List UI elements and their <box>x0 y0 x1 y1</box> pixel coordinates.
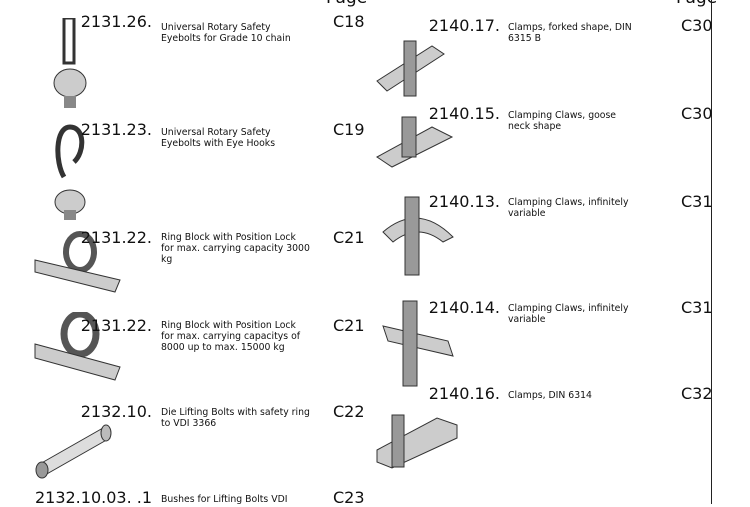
item-description: Universal Rotary Safety Eyebolts for Gra… <box>161 22 291 44</box>
page-ref[interactable]: C23 <box>333 488 365 507</box>
item-number: 2140.14. <box>428 298 500 317</box>
goose-neck-claw-image <box>376 116 454 168</box>
page-ref[interactable]: C19 <box>333 120 365 139</box>
page-column-header: Page <box>676 0 717 8</box>
item-number: 2131.22. <box>80 316 152 335</box>
ring-block-image <box>34 231 121 293</box>
item-description: Ring Block with Position Lock for max. c… <box>161 232 310 265</box>
ring-block-large-image <box>34 312 121 381</box>
page-ref[interactable]: C18 <box>333 12 365 31</box>
page-ref[interactable]: C32 <box>681 384 713 403</box>
item-number: 2140.13. <box>428 192 500 211</box>
item-number: 2140.15. <box>428 104 500 123</box>
item-description: Clamps, forked shape, DIN 6315 B <box>508 22 632 44</box>
item-description: Clamping Claws, goose neck shape <box>508 110 617 132</box>
item-number: 2140.16. <box>428 384 500 403</box>
page-ref[interactable]: C22 <box>333 402 365 421</box>
variable-claw-serrated-image <box>382 300 454 387</box>
item-number: 2131.23. <box>80 120 152 139</box>
item-description: Bushes for Lifting Bolts VDI <box>161 494 288 505</box>
item-number: 2131.22. <box>80 228 152 247</box>
item-description: Clamping Claws, infinitely variable <box>508 303 629 325</box>
page-ref[interactable]: C31 <box>681 298 713 317</box>
page-border <box>711 0 712 504</box>
eyebolt-chain-image <box>53 18 87 108</box>
page-ref[interactable]: C31 <box>681 192 713 211</box>
item-description: Ring Block with Position Lock for max. c… <box>161 320 301 353</box>
page-ref[interactable]: C21 <box>333 228 365 247</box>
item-description: Die Lifting Bolts with safety ring to VD… <box>161 407 310 429</box>
item-description: Clamping Claws, infinitely variable <box>508 197 629 219</box>
item-number: 2131.26. <box>80 12 152 31</box>
page-ref[interactable]: C30 <box>681 104 713 123</box>
page-ref[interactable]: C30 <box>681 16 713 35</box>
din-clamp-image <box>376 414 458 469</box>
item-number: 2132.10.03. .1 <box>34 488 152 507</box>
item-number: 2140.17. <box>428 16 500 35</box>
page-column-header: Page <box>326 0 367 8</box>
item-description: Clamps, DIN 6314 <box>508 390 592 401</box>
variable-claw-image <box>382 196 454 276</box>
eyebolt-hook-image <box>54 124 86 220</box>
item-description: Universal Rotary Safety Eyebolts with Ey… <box>161 127 276 149</box>
item-number: 2132.10. <box>80 402 152 421</box>
page-ref[interactable]: C21 <box>333 316 365 335</box>
lifting-bolt-image <box>35 424 112 479</box>
forked-clamp-image <box>376 40 445 97</box>
